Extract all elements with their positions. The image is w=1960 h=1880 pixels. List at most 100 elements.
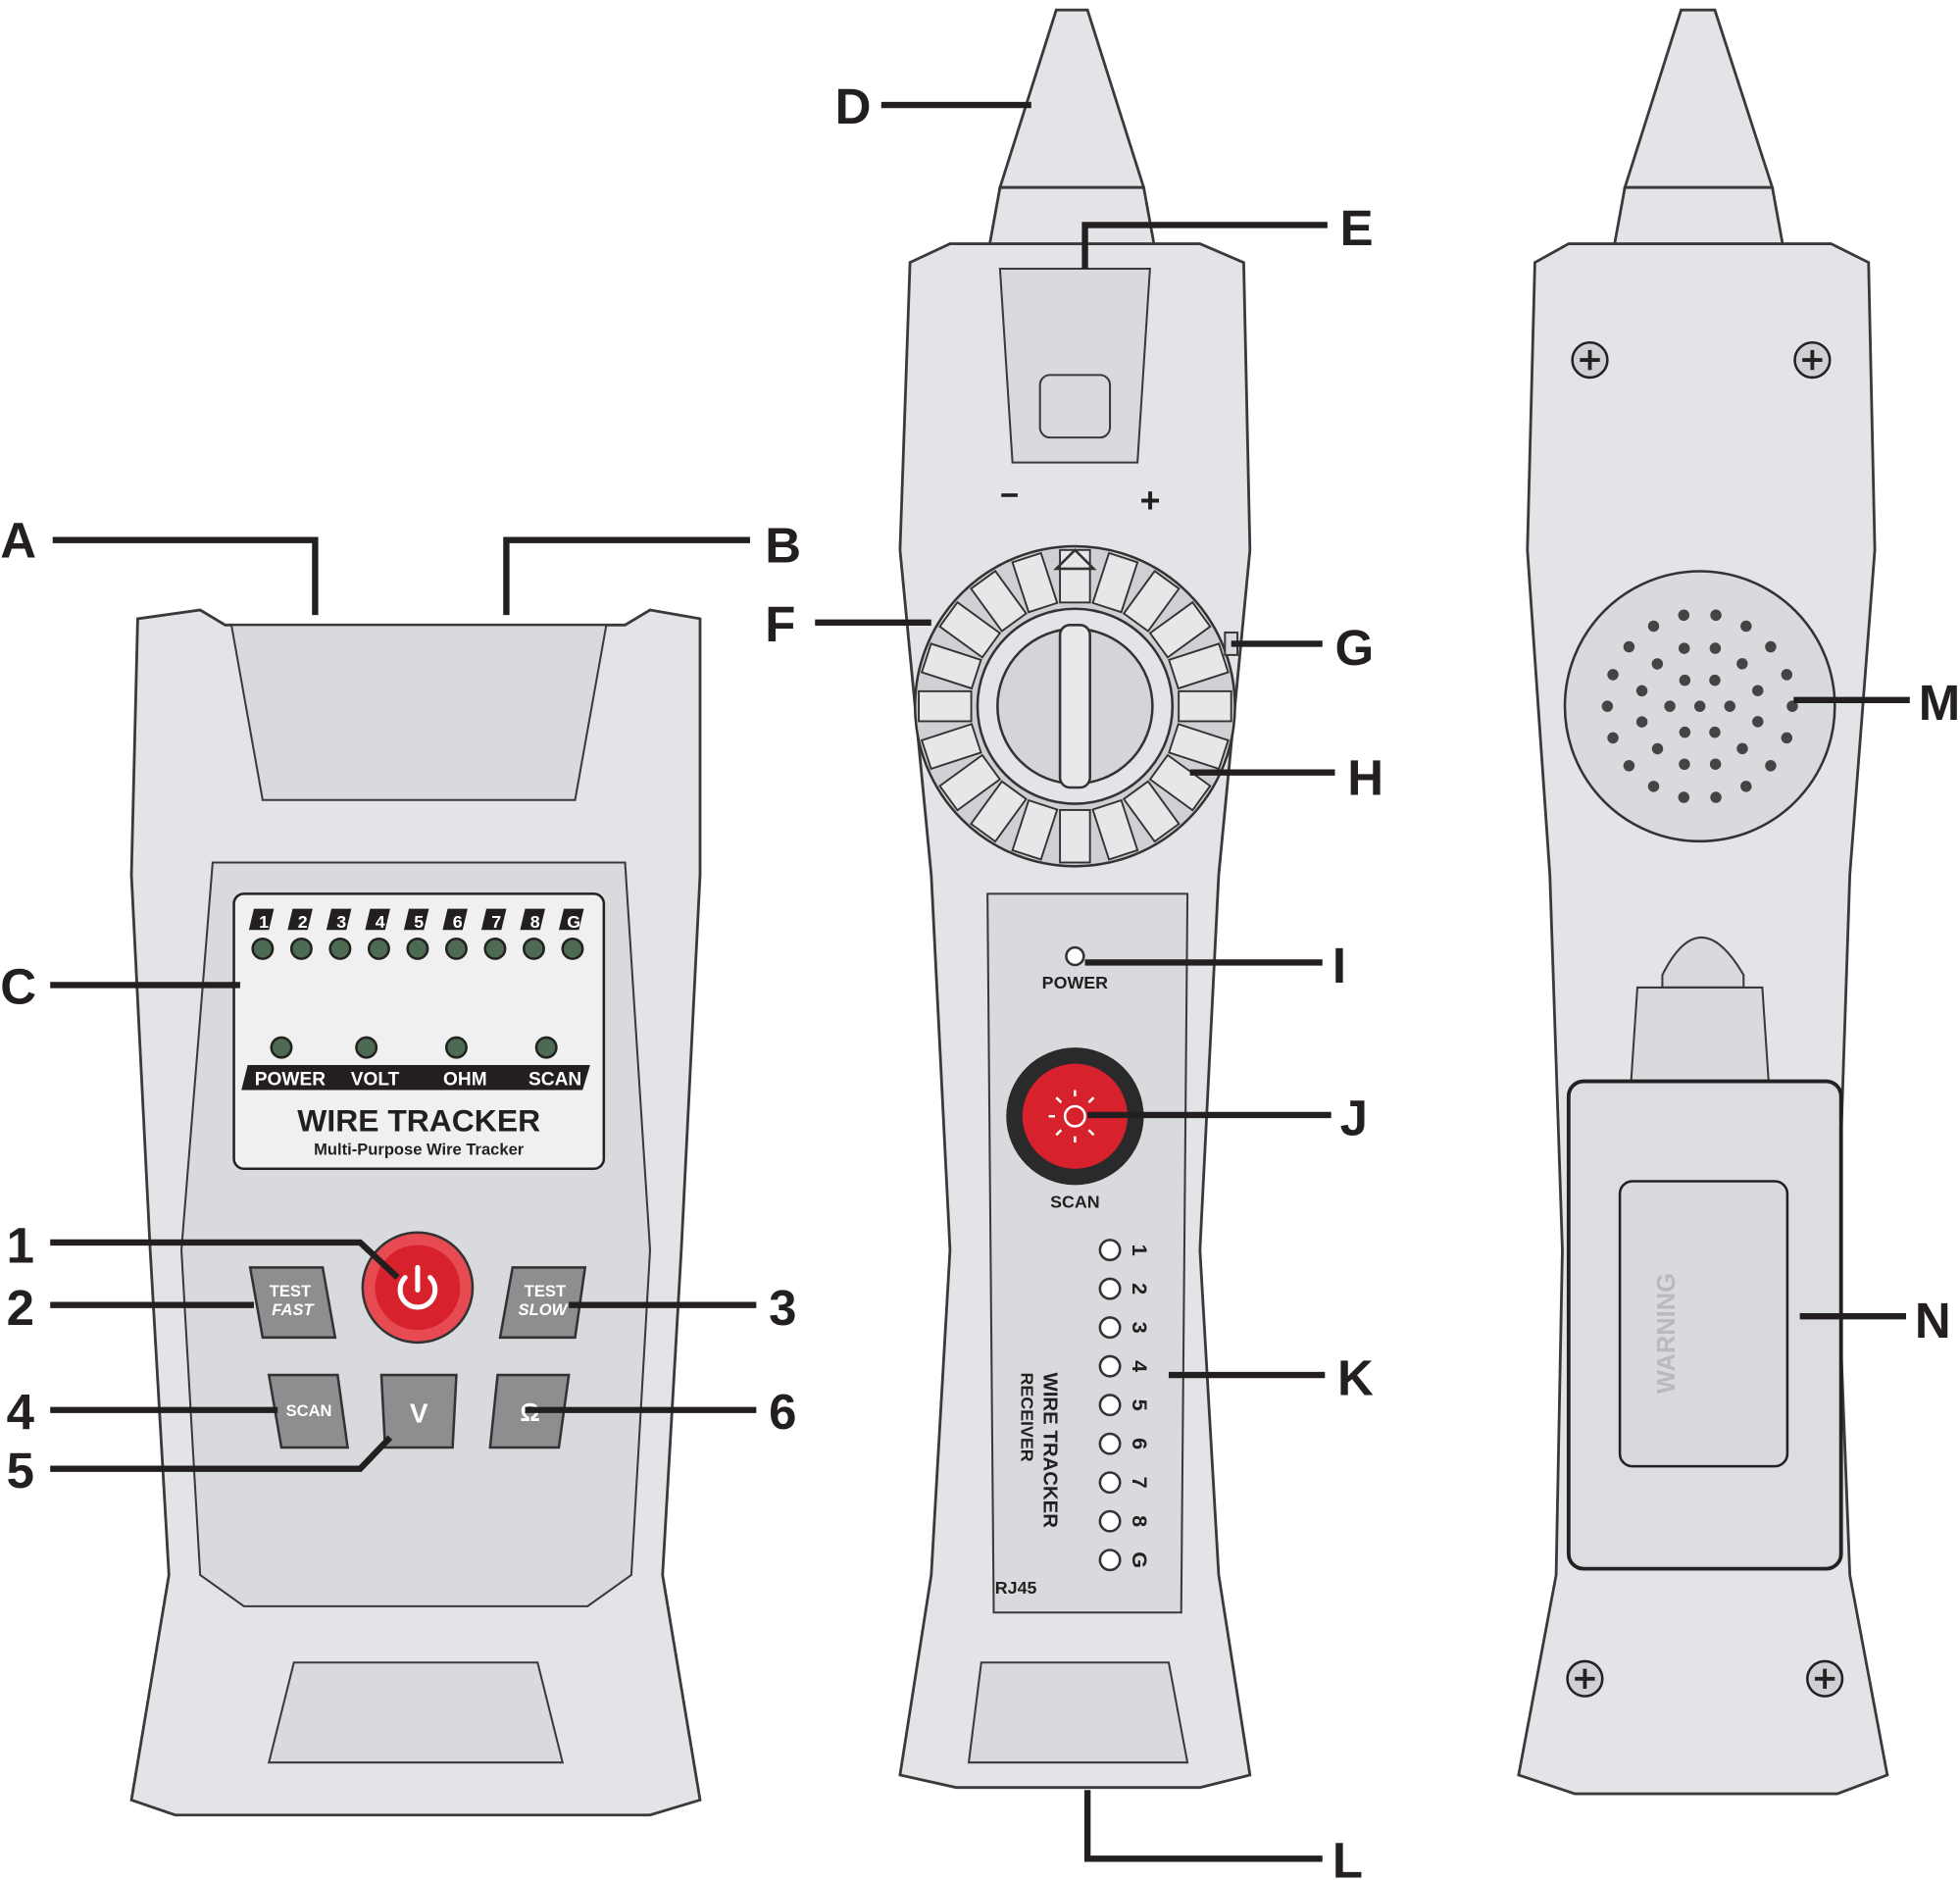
callout-L: L — [1332, 1832, 1363, 1880]
dial-tooth — [1091, 551, 1139, 614]
pin-label: 8 — [530, 912, 540, 932]
speaker-hole — [1709, 726, 1721, 738]
speaker-hole — [1709, 642, 1722, 654]
receiver-pin-label: 3 — [1128, 1322, 1152, 1334]
rj45-label: RJ45 — [995, 1578, 1037, 1598]
receiver-pin-label: 5 — [1128, 1399, 1152, 1411]
speaker-hole — [1709, 758, 1722, 770]
speaker-hole — [1752, 685, 1764, 696]
callout-6: 6 — [769, 1384, 796, 1440]
callout-4: 4 — [7, 1384, 35, 1440]
mode-led — [270, 1036, 293, 1059]
scan-button[interactable]: SCAN — [267, 1373, 350, 1449]
sensitivity-plus: + — [1140, 482, 1161, 521]
speaker-grille — [1563, 570, 1836, 843]
receiver-pin-led — [1098, 1394, 1122, 1417]
callout-A: A — [0, 512, 36, 568]
receiver-pin-led — [1098, 1277, 1122, 1300]
power-indicator-led — [1065, 945, 1085, 967]
device-title: WIRE TRACKER — [297, 1103, 540, 1139]
sensitivity-dial[interactable] — [913, 544, 1236, 868]
speaker-hole — [1752, 716, 1764, 728]
pin-label-bg — [558, 908, 584, 931]
speaker-hole — [1765, 760, 1777, 772]
callout-1: 1 — [7, 1217, 34, 1273]
dial-tooth — [1148, 600, 1212, 659]
speaker-hole — [1623, 640, 1635, 653]
pin-led — [251, 937, 275, 960]
screw-icon — [1571, 340, 1609, 380]
dial-tooth — [920, 723, 982, 771]
speaker-hole — [1765, 640, 1777, 653]
dial-tooth — [1011, 551, 1059, 614]
dial-tooth — [918, 689, 973, 723]
power-label: POWER — [1042, 973, 1108, 992]
callout-H: H — [1347, 750, 1383, 806]
dial-tooth — [1059, 808, 1091, 864]
speaker-hole — [1664, 700, 1676, 712]
pin-label-bg — [403, 908, 429, 931]
mode-label: SCAN — [528, 1069, 581, 1090]
receiver-pin-led — [1098, 1432, 1122, 1455]
screw-icon — [1793, 340, 1832, 380]
pin-label: 4 — [376, 912, 385, 932]
mode-label: VOLT — [351, 1069, 400, 1090]
speaker-hole — [1710, 791, 1722, 803]
callout-3: 3 — [769, 1280, 796, 1336]
receiver-pin-label: 8 — [1128, 1515, 1152, 1527]
pin-label: 1 — [259, 912, 269, 932]
sensitivity-minus: − — [1000, 478, 1019, 514]
speaker-hole — [1724, 700, 1735, 712]
scan-label: SCAN — [1050, 1192, 1100, 1211]
callout-E: E — [1340, 200, 1374, 256]
speaker-hole — [1635, 716, 1648, 728]
dial-tooth — [938, 600, 1002, 659]
speaker-hole — [1736, 742, 1748, 755]
warning-title: WARNING — [1653, 1273, 1681, 1394]
callout-M: M — [1919, 675, 1960, 731]
dial-tooth — [970, 569, 1028, 633]
scan-button-label: SCAN — [286, 1401, 332, 1420]
callout-I: I — [1332, 938, 1346, 993]
volt-button[interactable]: V — [379, 1373, 458, 1449]
mode-led — [534, 1036, 558, 1059]
dial-tooth — [920, 642, 982, 690]
screw-icon — [1806, 1659, 1844, 1698]
speaker-hole — [1651, 658, 1664, 670]
volt-button-label: V — [410, 1397, 428, 1428]
test-fast-label: TEST — [270, 1282, 311, 1300]
pin-label: 7 — [491, 912, 501, 932]
scan-button-receiver[interactable] — [1006, 1047, 1144, 1186]
mode-led — [355, 1036, 378, 1059]
speaker-hole — [1679, 726, 1691, 738]
receiver-pin-label: 7 — [1128, 1477, 1152, 1489]
power-button[interactable] — [361, 1231, 475, 1345]
dial-tooth — [1148, 753, 1212, 812]
speaker-hole — [1651, 742, 1664, 755]
speaker-hole — [1740, 620, 1752, 633]
pin-led — [328, 937, 352, 960]
speaker-hole — [1601, 700, 1614, 712]
pin-label: 3 — [336, 912, 346, 932]
test-fast-button[interactable]: TEST FAST — [248, 1266, 337, 1340]
dial-tooth — [938, 753, 1002, 812]
speaker-hole — [1693, 700, 1706, 712]
triangle-up-icon — [1053, 548, 1097, 571]
pin-label-bg — [248, 908, 275, 931]
speaker-hole — [1635, 685, 1648, 697]
speaker-hole — [1709, 674, 1721, 686]
mode-led — [444, 1036, 468, 1059]
fast-label: FAST — [272, 1300, 315, 1319]
pin-label-bg — [365, 908, 390, 931]
callout-D: D — [835, 78, 872, 134]
receiver-pin-led — [1098, 1239, 1122, 1262]
receiver-pin-label: 1 — [1128, 1245, 1152, 1256]
speaker-hole — [1736, 658, 1748, 670]
pin-led — [444, 937, 468, 960]
dial-tooth — [1168, 642, 1230, 690]
ohm-button-label: Ω — [520, 1399, 539, 1427]
dial-tooth — [1059, 548, 1091, 604]
test-slow-button[interactable]: TEST SLOW — [498, 1266, 587, 1340]
